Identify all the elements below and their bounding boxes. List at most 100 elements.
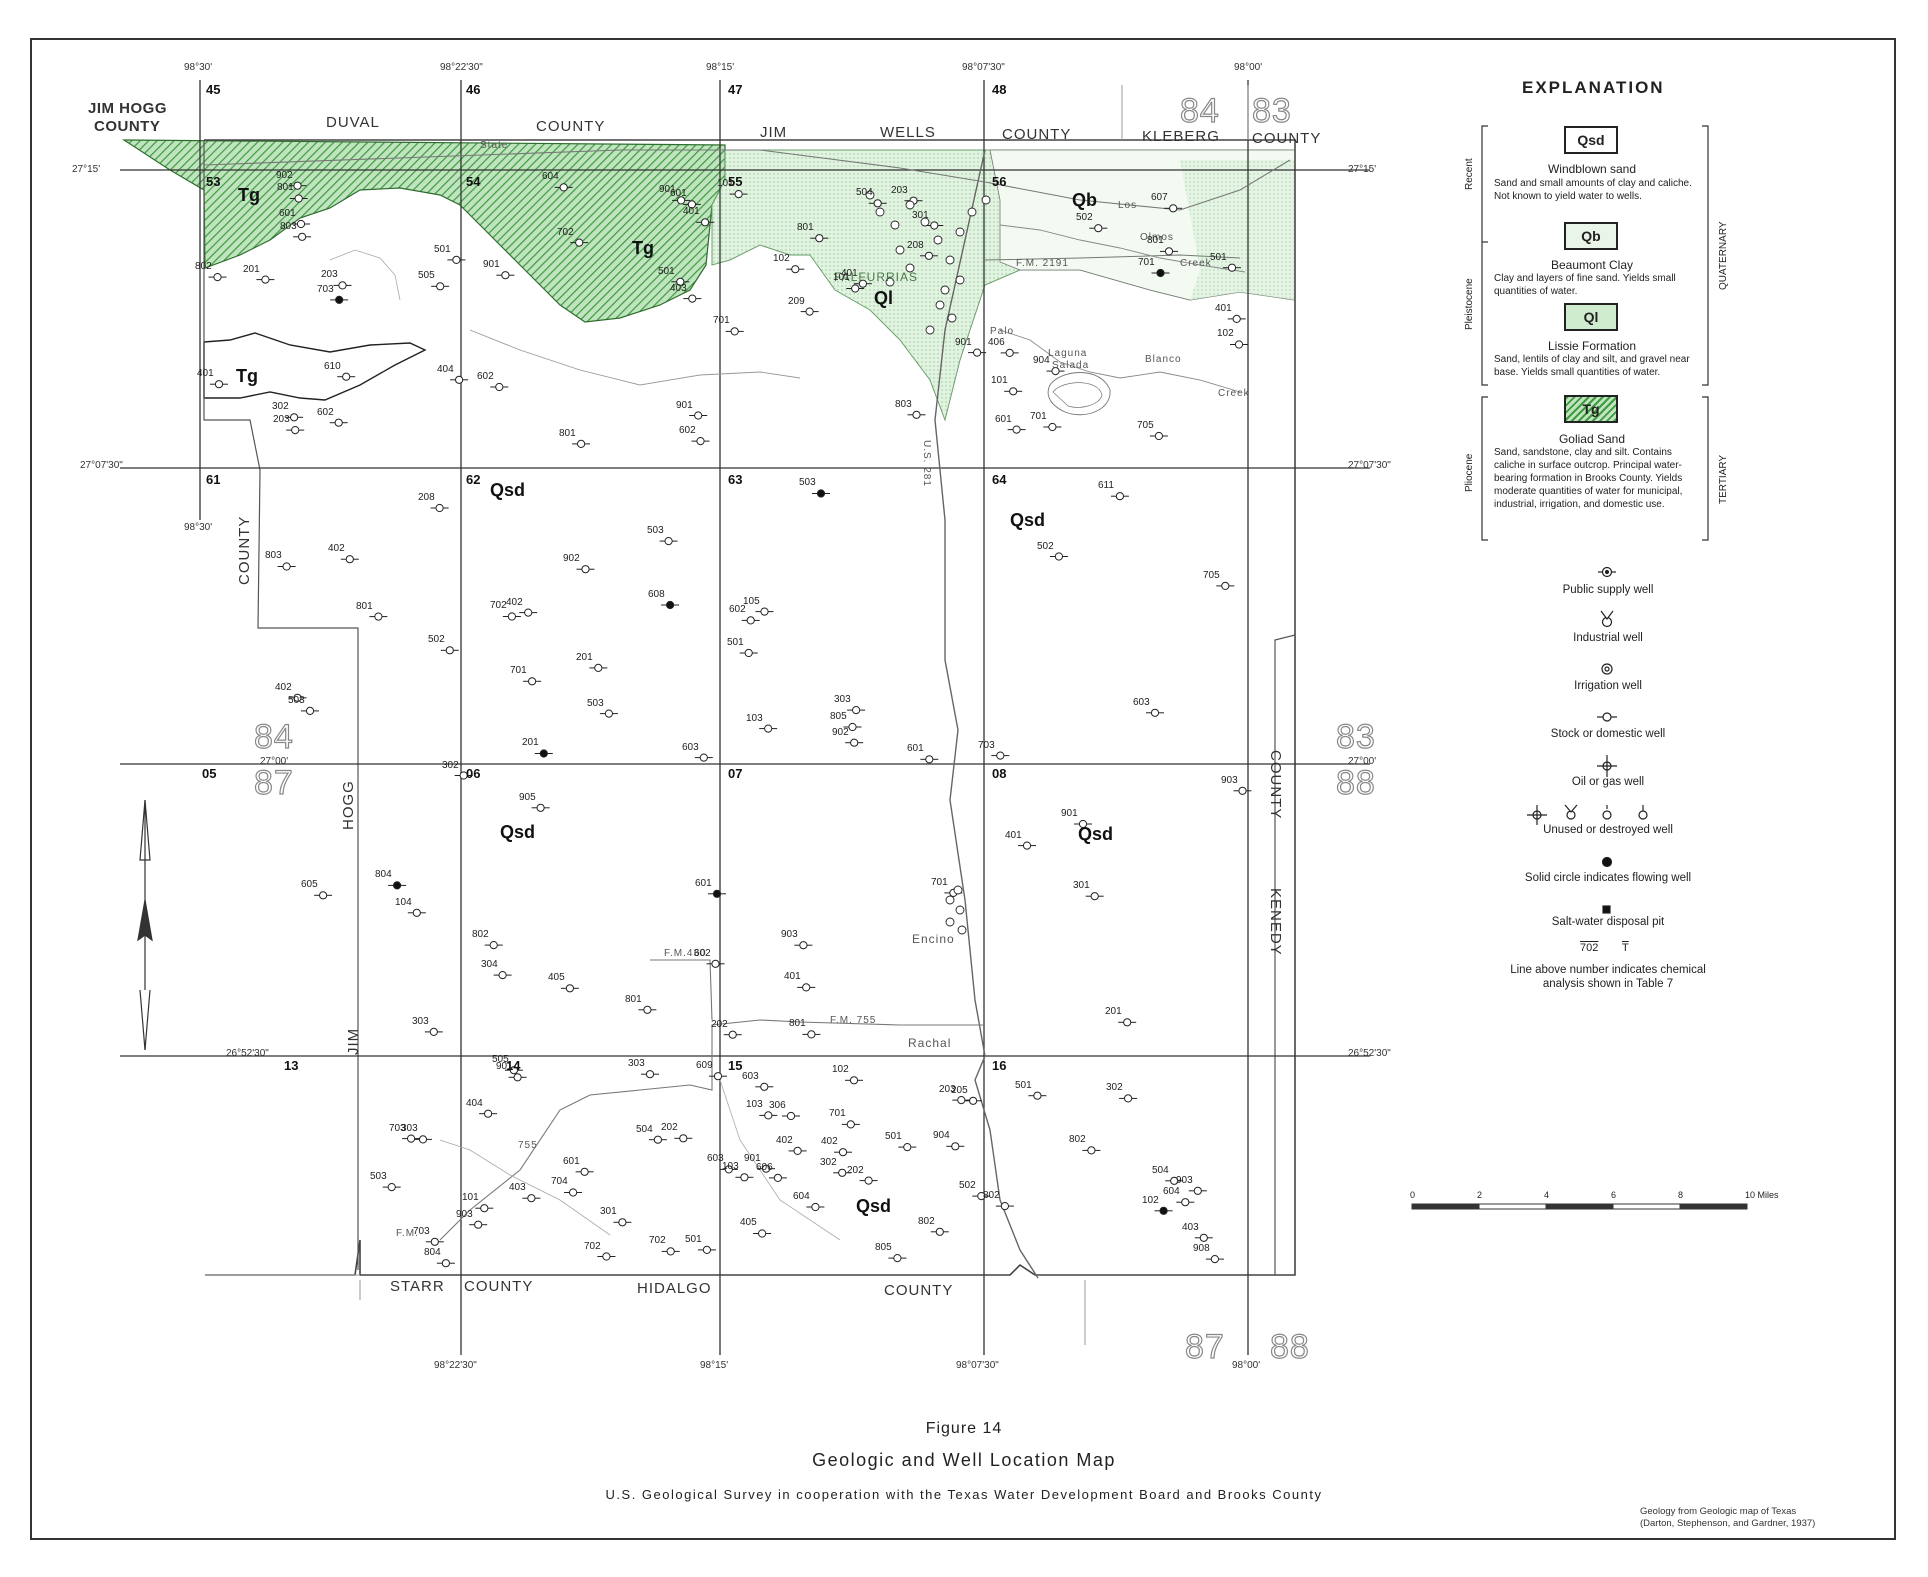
- coord-label: 26°52'30": [226, 1048, 269, 1059]
- well-number: 101: [462, 1192, 479, 1203]
- well-number: 303: [834, 694, 851, 705]
- well-number: 702: [490, 600, 507, 611]
- well-symbol: [513, 1073, 522, 1082]
- jim-wells-county-label: COUNTY: [1002, 126, 1072, 143]
- grid-number: 61: [206, 472, 221, 487]
- sheet-number: 83: [1335, 717, 1376, 756]
- well-number: 804: [424, 1247, 441, 1258]
- well-symbol: [569, 1188, 578, 1197]
- well-symbol: [764, 724, 773, 733]
- duval-county-label: COUNTY: [536, 118, 606, 135]
- well-number: 203: [891, 185, 908, 196]
- period-label: TERTIARY: [1718, 454, 1729, 504]
- well-number: 501: [685, 1234, 702, 1245]
- grid-number: 15: [728, 1058, 743, 1073]
- well-number: 302: [442, 760, 459, 771]
- encino-label: Encino: [912, 932, 955, 946]
- olmos-label: Olmos: [1140, 232, 1174, 243]
- well-number: 602: [694, 948, 711, 959]
- well-number: 705: [1137, 420, 1154, 431]
- well-number: 503: [647, 525, 664, 536]
- grid-number: 55: [728, 174, 743, 189]
- well-symbol: [291, 426, 300, 435]
- starr-county-label: COUNTY: [464, 1278, 534, 1295]
- sheet-lines: [205, 85, 1249, 1345]
- well-symbol: [1094, 224, 1103, 233]
- well-symbol: [728, 1030, 737, 1039]
- grid-number: 16: [992, 1058, 1007, 1073]
- well-symbol: [445, 646, 454, 655]
- well-number: 202: [711, 1019, 728, 1030]
- well-number: 701: [931, 877, 948, 888]
- well-symbol: [507, 612, 516, 621]
- well-number: 208: [418, 492, 435, 503]
- well-number: 705: [1203, 570, 1220, 581]
- well-number: 701: [1138, 257, 1155, 268]
- well-number: 801: [277, 182, 294, 193]
- well-number: 403: [509, 1182, 526, 1193]
- creek-los-olmos: [999, 224, 1246, 273]
- well-number: 803: [265, 550, 282, 561]
- well-symbol: [791, 265, 800, 274]
- well-symbol: [838, 1168, 847, 1177]
- grid-number: 54: [466, 174, 481, 189]
- geology-credit: Geology from Geologic map of Texas (Dart…: [1640, 1506, 1815, 1530]
- well-number: 208: [907, 240, 924, 251]
- well-number: 902: [832, 727, 849, 738]
- coord-label: 98°22'30": [440, 62, 483, 73]
- legend-saltwater: Salt-water disposal pit: [1551, 916, 1665, 928]
- well-number: 903: [456, 1209, 473, 1220]
- well-symbol: [1012, 425, 1021, 434]
- well-symbol: [694, 411, 703, 420]
- well-symbol: [480, 1204, 489, 1213]
- grid-number: 06: [466, 766, 481, 781]
- well-number: 609: [696, 1060, 713, 1071]
- well-number: 903: [1176, 1175, 1193, 1186]
- well-number: 901: [1061, 808, 1078, 819]
- well-number: 602: [317, 407, 334, 418]
- explanation-brackets: [1481, 125, 1709, 541]
- scale-label: 10 Miles: [1745, 1190, 1779, 1200]
- well-symbol: [740, 1173, 749, 1182]
- well-symbol: [1124, 1094, 1133, 1103]
- fm-755: [439, 1019, 985, 1241]
- well-number: 503: [370, 1171, 387, 1182]
- well-number: 603: [707, 1153, 724, 1164]
- grid-number: 63: [728, 472, 743, 487]
- well-number: 404: [466, 1098, 483, 1109]
- legend-sample-symbol: T: [1622, 942, 1629, 954]
- well-number: 405: [740, 1217, 757, 1228]
- well-symbol: [802, 983, 811, 992]
- coord-label: 27°07'30": [80, 460, 123, 471]
- us-281-label: U.S. 281: [921, 440, 932, 487]
- unit-label-ql: Ql: [874, 288, 894, 308]
- well-number: 303: [401, 1123, 418, 1134]
- well-symbol: [604, 709, 614, 718]
- well-symbol: [1181, 1198, 1190, 1207]
- well-symbol: [435, 503, 444, 513]
- well-symbol: [282, 562, 291, 571]
- well-number: 501: [727, 637, 744, 648]
- well-number: 202: [661, 1122, 678, 1133]
- well-number: 402: [506, 597, 523, 608]
- well-number: 601: [695, 878, 712, 889]
- well-symbol: [696, 437, 705, 446]
- well-number: 601: [279, 208, 296, 219]
- hidalgo-county-label: COUNTY: [884, 1282, 954, 1299]
- well-number: 401: [841, 268, 858, 279]
- well-number: 101: [717, 178, 734, 189]
- well-symbol: [345, 555, 354, 564]
- well-symbol: [602, 1252, 611, 1261]
- well-number: 403: [1182, 1222, 1199, 1233]
- creek-1: [329, 249, 401, 301]
- legend-unit-desc: Sand, sandstone, clay and silt. Contains…: [1494, 447, 1683, 510]
- grid-number: 05: [202, 766, 217, 781]
- well-number: 202: [847, 1165, 864, 1176]
- legend-flowing: Solid circle indicates flowing well: [1524, 872, 1692, 884]
- grid-number: 62: [466, 472, 481, 487]
- well-number: 805: [875, 1242, 892, 1253]
- well-number: 302: [820, 1157, 837, 1168]
- well-symbol: [1210, 1255, 1220, 1264]
- creek-label: Creek: [1180, 258, 1212, 269]
- coord-label: 26°52'30": [1348, 1048, 1391, 1059]
